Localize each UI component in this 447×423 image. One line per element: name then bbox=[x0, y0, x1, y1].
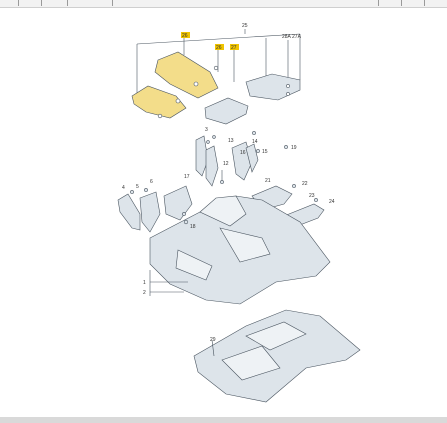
fastener bbox=[220, 180, 224, 184]
callout-13[interactable]: 13 bbox=[228, 138, 234, 144]
toolbar-cell[interactable] bbox=[42, 0, 68, 6]
mat-fastener bbox=[157, 113, 163, 119]
callout-19[interactable]: 19 bbox=[291, 145, 297, 151]
toolbar-cell[interactable] bbox=[379, 0, 402, 6]
fastener bbox=[182, 212, 186, 216]
callout-27[interactable]: 27 bbox=[231, 45, 237, 51]
tunnel-section bbox=[199, 195, 247, 227]
callout-14[interactable]: 14 bbox=[252, 139, 258, 145]
mat-fastener bbox=[286, 92, 290, 96]
fastener bbox=[256, 149, 260, 153]
callout-12[interactable]: 12 bbox=[223, 161, 229, 167]
toolbar-cell[interactable] bbox=[402, 0, 425, 6]
toolbar-cell[interactable] bbox=[19, 0, 42, 6]
fastener bbox=[183, 219, 189, 225]
callout-18[interactable]: 18 bbox=[190, 224, 196, 230]
fastener bbox=[212, 135, 216, 139]
mat-fastener bbox=[193, 81, 199, 87]
callout-22[interactable]: 22 bbox=[302, 181, 308, 187]
side-trim[interactable] bbox=[139, 191, 161, 233]
toolbar-strip bbox=[0, 0, 447, 8]
fastener bbox=[144, 188, 148, 192]
callout-23[interactable]: 23 bbox=[309, 193, 315, 199]
rear-floor-mat[interactable] bbox=[204, 97, 249, 125]
fastener bbox=[130, 190, 134, 194]
callout-16[interactable]: 16 bbox=[240, 150, 246, 156]
toolbar-cell[interactable] bbox=[90, 0, 113, 6]
status-strip bbox=[0, 417, 447, 423]
callout-28a-27a[interactable]: 28A 27A bbox=[282, 34, 302, 40]
carpet-section bbox=[175, 249, 213, 281]
highlight-badge[interactable] bbox=[230, 44, 239, 50]
rear-floor-mat[interactable] bbox=[245, 73, 301, 101]
callout-1[interactable]: 1 bbox=[143, 280, 146, 286]
callout-29[interactable]: 29 bbox=[210, 337, 216, 343]
carpet-section bbox=[245, 321, 307, 351]
fastener bbox=[206, 140, 210, 144]
fastener bbox=[314, 198, 318, 202]
fastener bbox=[292, 184, 296, 188]
side-trim[interactable] bbox=[163, 185, 193, 221]
highlight-badge[interactable] bbox=[181, 32, 190, 38]
callout-2[interactable]: 2 bbox=[143, 290, 146, 296]
callout-3[interactable]: 3 bbox=[205, 127, 208, 133]
callout-leader-line bbox=[211, 339, 215, 357]
tunnel-bracket[interactable] bbox=[195, 135, 209, 177]
mat-fastener bbox=[175, 98, 181, 104]
mat-fastener bbox=[286, 84, 290, 88]
front-floor-mat-highlighted[interactable] bbox=[154, 51, 219, 99]
tunnel-bracket[interactable] bbox=[205, 145, 219, 187]
callout-26b[interactable]: 26 bbox=[216, 45, 222, 51]
callout-26[interactable]: 26 bbox=[182, 33, 188, 39]
callout-24[interactable]: 24 bbox=[329, 199, 335, 205]
rear-floor-carpet[interactable] bbox=[193, 309, 361, 403]
carpet-section bbox=[219, 227, 271, 263]
callout-5[interactable]: 5 bbox=[136, 184, 139, 190]
callout-25[interactable]: 25 bbox=[242, 23, 248, 29]
callout-17[interactable]: 17 bbox=[184, 174, 190, 180]
carpet-section bbox=[221, 345, 281, 381]
highlight-badge[interactable] bbox=[215, 44, 224, 50]
callout-6[interactable]: 6 bbox=[150, 179, 153, 185]
callout-4[interactable]: 4 bbox=[122, 185, 125, 191]
mat-fastener bbox=[213, 65, 219, 71]
front-floor-mat-highlighted[interactable] bbox=[131, 85, 187, 119]
toolbar-cell[interactable] bbox=[116, 0, 379, 6]
callout-15[interactable]: 15 bbox=[262, 149, 268, 155]
fastener bbox=[284, 145, 288, 149]
side-trim[interactable] bbox=[117, 193, 141, 231]
toolbar-cell[interactable] bbox=[0, 0, 19, 6]
callout-21[interactable]: 21 bbox=[265, 178, 271, 184]
tunnel-bracket[interactable] bbox=[245, 143, 259, 173]
callout-bracket-line bbox=[136, 33, 301, 45]
fastener bbox=[252, 131, 256, 135]
